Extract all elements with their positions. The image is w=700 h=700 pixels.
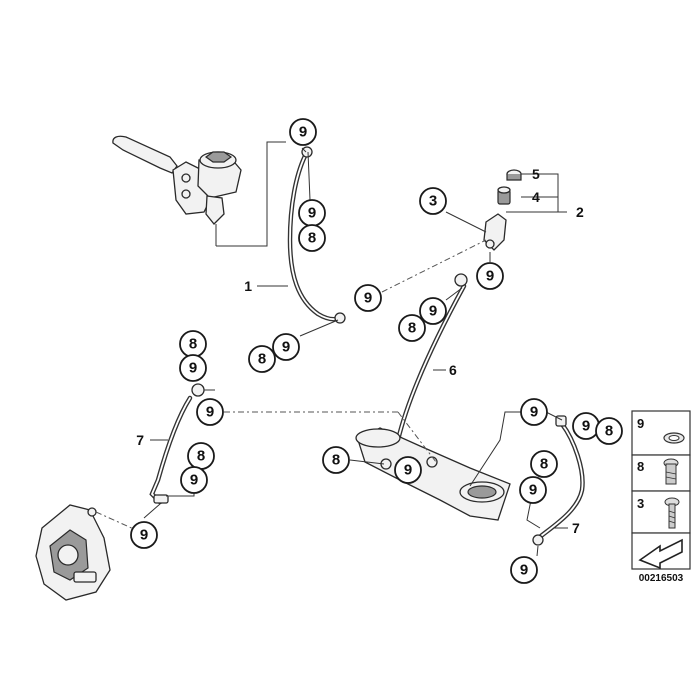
callout-9-left-2: 9: [196, 398, 224, 426]
svg-text:9: 9: [530, 404, 538, 421]
brake-line-junction: [483, 169, 522, 251]
callout-8-top: 8: [298, 224, 326, 252]
callout-9-right-4: 9: [572, 412, 600, 440]
brake-caliper: [35, 504, 111, 601]
svg-text:9: 9: [582, 418, 590, 435]
svg-text:8: 8: [189, 336, 197, 353]
svg-text:9: 9: [364, 290, 372, 307]
svg-text:8: 8: [308, 230, 316, 247]
label-part-7-left: 7: [136, 432, 144, 448]
svg-text:8: 8: [258, 351, 266, 368]
legend-number-9: 9: [637, 416, 644, 431]
legend-number-8: 8: [637, 459, 644, 474]
svg-text:8: 8: [332, 452, 340, 469]
svg-text:8: 8: [408, 320, 416, 337]
svg-text:3: 3: [429, 193, 437, 210]
callout-9-top-2: 9: [298, 199, 326, 227]
callout-8-left-2: 8: [187, 442, 215, 470]
fork-bridge: [355, 427, 511, 521]
svg-text:9: 9: [404, 462, 412, 479]
svg-text:9: 9: [299, 124, 307, 141]
reference-number: 00216503: [639, 573, 684, 584]
callout-9-right-1: 9: [476, 262, 504, 290]
svg-text:8: 8: [605, 423, 613, 440]
callout-8-right-3: 8: [530, 450, 558, 478]
svg-text:9: 9: [429, 303, 437, 320]
svg-text:9: 9: [282, 339, 290, 356]
callout-9-left-3: 9: [180, 466, 208, 494]
label-part-7-right: 7: [572, 520, 580, 536]
svg-text:9: 9: [520, 562, 528, 579]
callout-9-right-2: 9: [419, 297, 447, 325]
callout-8-right-1: 8: [398, 314, 426, 342]
banjo-bolt-icon: [663, 458, 679, 485]
arrow-icon: [638, 538, 683, 570]
svg-text:8: 8: [197, 448, 205, 465]
legend-number-3: 3: [637, 496, 644, 511]
callout-9-right-6: 9: [510, 556, 538, 584]
svg-text:9: 9: [308, 205, 316, 222]
svg-text:9: 9: [486, 268, 494, 285]
callout-3: 3: [419, 187, 447, 215]
svg-text:8: 8: [540, 456, 548, 473]
brake-hose-center: [389, 273, 468, 463]
callout-9-left-1: 9: [179, 354, 207, 382]
label-part-2: 2: [576, 204, 584, 220]
brake-hose-left: [149, 383, 205, 505]
svg-text:9: 9: [529, 482, 537, 499]
callout-9-mid-2: 9: [272, 333, 300, 361]
callout-8-mid: 8: [248, 345, 276, 373]
label-part-6: 6: [449, 362, 457, 378]
washer-icon: [663, 432, 685, 444]
label-part-5: 5: [532, 166, 540, 182]
leader-lines: [95, 147, 568, 557]
callout-9-mid: 9: [354, 284, 382, 312]
svg-text:9: 9: [140, 527, 148, 544]
svg-text:9: 9: [190, 472, 198, 489]
callout-9-right-3: 9: [520, 398, 548, 426]
callout-8-center: 8: [322, 446, 350, 474]
svg-text:9: 9: [189, 360, 197, 377]
label-part-1: 1: [244, 278, 252, 294]
callout-8-left-1: 8: [179, 330, 207, 358]
callout-9-right-5: 9: [519, 476, 547, 504]
callout-8-right-2: 8: [595, 417, 623, 445]
callout-9-left-4: 9: [130, 521, 158, 549]
brake-hose-right: [532, 415, 585, 546]
callout-9-top: 9: [289, 118, 317, 146]
parts-legend: 9 8 3 00216503: [631, 410, 691, 584]
screw-icon: [664, 497, 680, 529]
label-part-4: 4: [532, 189, 540, 205]
brake-master-cylinder: [112, 135, 286, 247]
svg-text:9: 9: [206, 404, 214, 421]
callout-9-center: 9: [394, 456, 422, 484]
